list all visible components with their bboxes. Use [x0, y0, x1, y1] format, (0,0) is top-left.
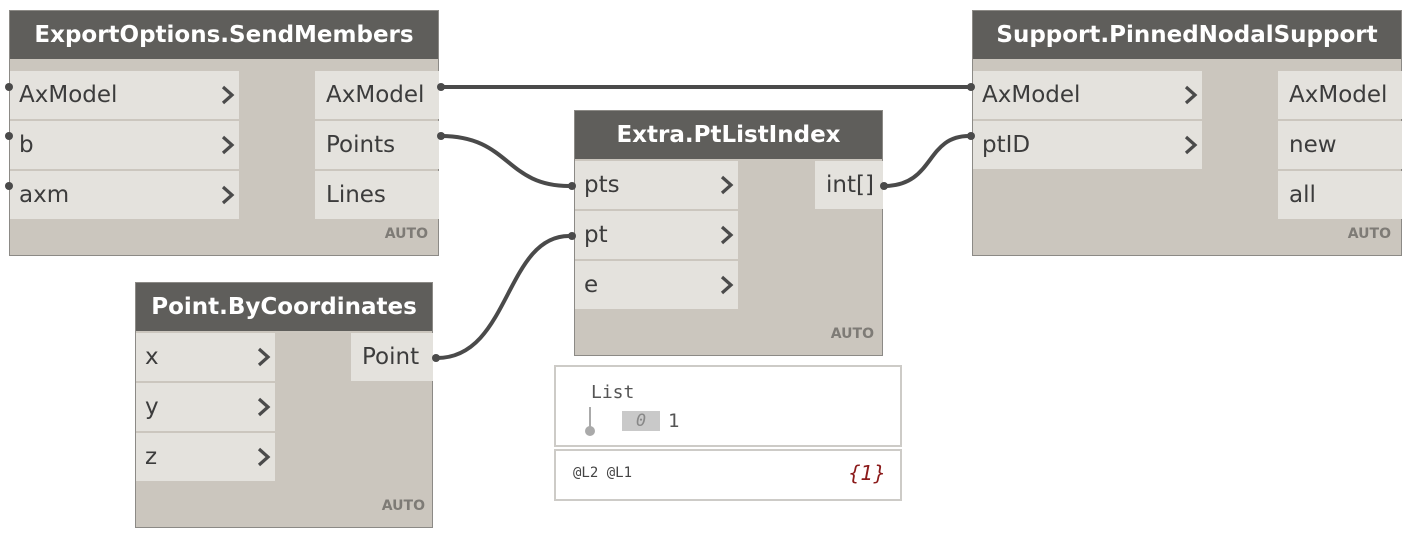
- input-port-connector: [5, 83, 13, 91]
- input-port-connector: [967, 83, 975, 91]
- lacing-label[interactable]: AUTO: [1347, 226, 1391, 242]
- preview-tree-node-icon: [585, 426, 595, 436]
- preview-count: {1}: [847, 461, 886, 485]
- input-port-connector: [568, 232, 576, 240]
- port-label: e: [584, 272, 599, 298]
- node-title[interactable]: Support.PinnedNodalSupport: [973, 11, 1401, 59]
- input-port-pts[interactable]: pts: [575, 161, 738, 209]
- output-port-connector: [432, 354, 440, 362]
- chevron-right-icon: [1184, 85, 1198, 105]
- input-port-z[interactable]: z: [136, 433, 275, 481]
- output-port-points[interactable]: Points: [315, 121, 439, 169]
- wire-ptlistindex-int-to-support-ptid[interactable]: [883, 134, 970, 188]
- output-port-connector: [437, 132, 445, 140]
- input-port-pt[interactable]: pt: [575, 211, 738, 259]
- preview-bubble[interactable]: List 0 1: [554, 365, 902, 447]
- port-label: AxModel: [982, 82, 1081, 108]
- input-port-y[interactable]: y: [136, 383, 275, 431]
- port-label: new: [1289, 132, 1337, 158]
- output-port-new[interactable]: new: [1278, 121, 1402, 169]
- wire-point-to-ptlistindex-pt[interactable]: [436, 234, 570, 360]
- lacing-label[interactable]: AUTO: [381, 498, 425, 514]
- input-port-ptid[interactable]: ptID: [973, 121, 1202, 169]
- preview-list-label: List: [591, 382, 635, 403]
- output-port-point[interactable]: Point: [351, 333, 433, 381]
- port-label: AxModel: [326, 82, 425, 108]
- port-label: pt: [584, 222, 608, 248]
- node-title[interactable]: Extra.PtListIndex: [575, 111, 882, 159]
- input-port-x[interactable]: x: [136, 333, 275, 381]
- node-title[interactable]: ExportOptions.SendMembers: [10, 11, 438, 59]
- chevron-right-icon: [221, 135, 235, 155]
- preview-footer: @L2 @L1 {1}: [554, 449, 902, 501]
- port-label: AxModel: [19, 82, 118, 108]
- node-export-options-send-members[interactable]: ExportOptions.SendMembers AxModel b axm …: [9, 10, 439, 256]
- port-label: axm: [19, 182, 70, 208]
- node-title[interactable]: Point.ByCoordinates: [136, 283, 432, 331]
- port-label: int[]: [826, 172, 874, 198]
- chevron-right-icon: [257, 447, 271, 467]
- preview-levels[interactable]: @L2 @L1: [573, 465, 633, 481]
- input-port-connector: [5, 132, 13, 140]
- port-label: z: [145, 444, 158, 470]
- output-port-int-array[interactable]: int[]: [815, 161, 883, 209]
- port-label: AxModel: [1289, 82, 1388, 108]
- input-port-axmodel[interactable]: AxModel: [973, 71, 1202, 119]
- node-extra-pt-list-index[interactable]: Extra.PtListIndex pts pt e int[] AUTO: [574, 110, 883, 356]
- input-port-e[interactable]: e: [575, 261, 738, 309]
- port-label: x: [145, 344, 159, 370]
- wire-sendmembers-points-to-ptlistindex-pts[interactable]: [440, 134, 570, 188]
- port-label: Point: [362, 344, 420, 370]
- preview-index: 0: [622, 411, 660, 431]
- chevron-right-icon: [221, 185, 235, 205]
- preview-tree-line: [589, 407, 591, 431]
- chevron-right-icon: [1184, 135, 1198, 155]
- chevron-right-icon: [720, 175, 734, 195]
- chevron-right-icon: [720, 275, 734, 295]
- chevron-right-icon: [257, 347, 271, 367]
- port-label: pts: [584, 172, 620, 198]
- chevron-right-icon: [257, 397, 271, 417]
- chevron-right-icon: [221, 85, 235, 105]
- port-label: all: [1289, 182, 1316, 208]
- input-port-connector: [568, 182, 576, 190]
- output-port-connector: [880, 182, 888, 190]
- port-label: Points: [326, 132, 396, 158]
- output-port-axmodel[interactable]: AxModel: [315, 71, 439, 119]
- input-port-axm[interactable]: axm: [10, 171, 239, 219]
- node-support-pinned-nodal-support[interactable]: Support.PinnedNodalSupport AxModel ptID …: [972, 10, 1402, 256]
- output-port-connector: [437, 83, 445, 91]
- input-port-b[interactable]: b: [10, 121, 239, 169]
- output-port-lines[interactable]: Lines: [315, 171, 439, 219]
- input-port-connector: [967, 132, 975, 140]
- node-point-by-coordinates[interactable]: Point.ByCoordinates x y z Point AUTO: [135, 282, 433, 528]
- input-port-axmodel[interactable]: AxModel: [10, 71, 239, 119]
- port-label: b: [19, 132, 34, 158]
- port-label: Lines: [326, 182, 386, 208]
- lacing-label[interactable]: AUTO: [830, 326, 874, 342]
- output-port-axmodel[interactable]: AxModel: [1278, 71, 1402, 119]
- port-label: y: [145, 394, 159, 420]
- chevron-right-icon: [720, 225, 734, 245]
- port-label: ptID: [982, 132, 1031, 158]
- input-port-connector: [5, 182, 13, 190]
- lacing-label[interactable]: AUTO: [384, 226, 428, 242]
- preview-value: 1: [668, 410, 680, 432]
- output-port-all[interactable]: all: [1278, 171, 1402, 219]
